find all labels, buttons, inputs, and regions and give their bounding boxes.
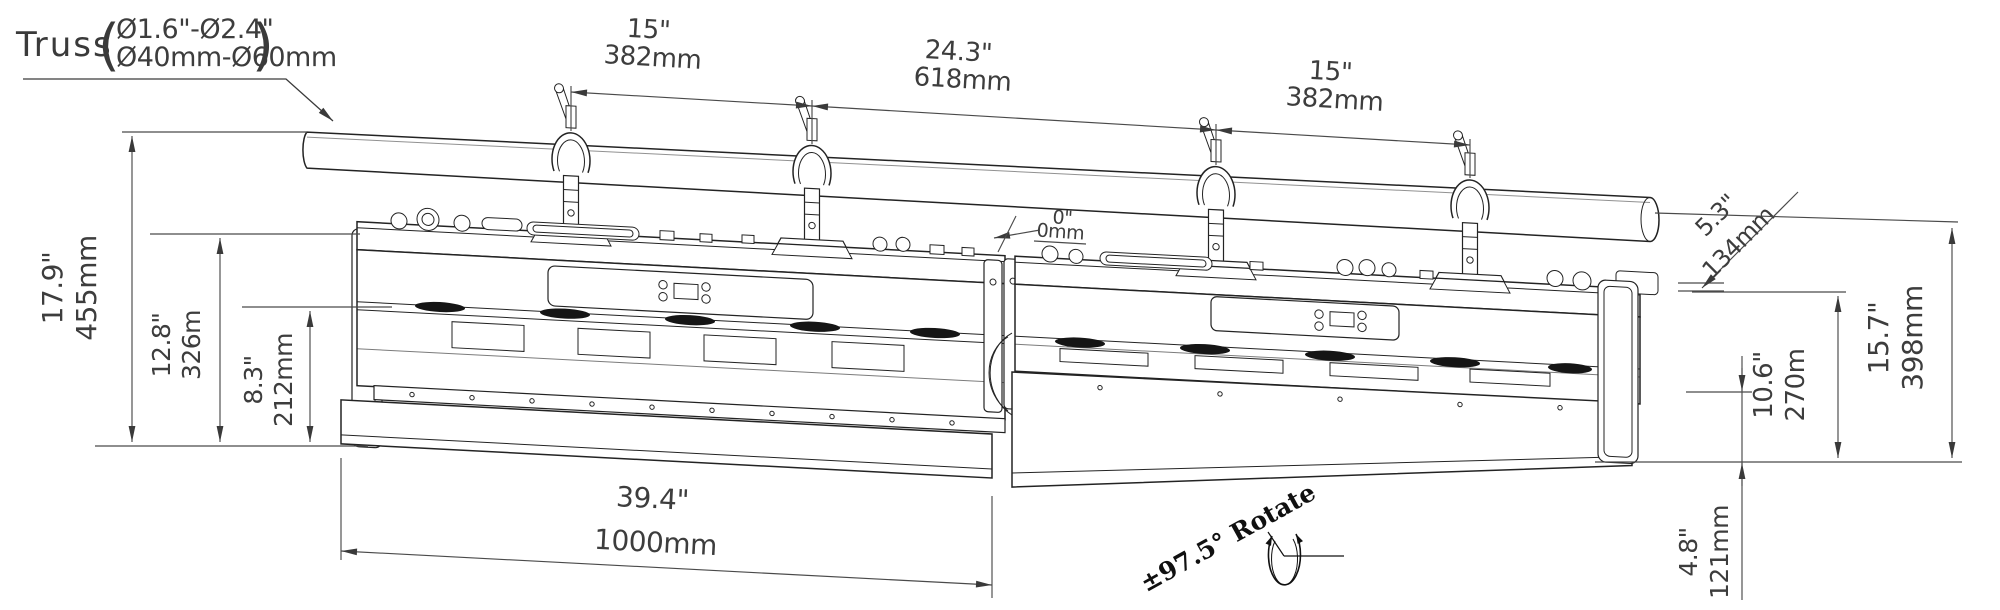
right-end-plate bbox=[1597, 279, 1639, 465]
right-up-button bbox=[1357, 310, 1367, 321]
fixture-assembly-drawing bbox=[302, 81, 1660, 488]
right-lcd-screen bbox=[1329, 311, 1355, 328]
dim-top-1-mm: 382mm bbox=[603, 40, 702, 76]
left-lens-lip bbox=[373, 384, 1006, 434]
dim-left-3-mm: 212mm bbox=[269, 333, 298, 427]
dim-right-3-mm: 270m bbox=[1781, 349, 1811, 422]
dim-right-group: 15.7" 398mm 10.6" 270m 4.8" 121mm bbox=[1595, 212, 1962, 600]
left-fan-4 bbox=[790, 321, 840, 332]
truss-spec-mm: Ø40mm-Ø60mm bbox=[116, 42, 337, 73]
left-up-button bbox=[701, 282, 711, 292]
left-screw-row bbox=[409, 391, 955, 426]
dim-top-chain: 15" 382mm 24.3" 618mm 15" 382mm bbox=[570, 14, 1471, 178]
left-fan-5 bbox=[910, 327, 960, 339]
right-fan-4 bbox=[1430, 357, 1480, 368]
right-louver-1 bbox=[1059, 348, 1149, 367]
right-down-button bbox=[1314, 321, 1324, 331]
dim-left-group: 17.9" 455mm 12.8" 326m 8.3" 212mm bbox=[36, 131, 392, 447]
right-fan-1 bbox=[1055, 337, 1105, 348]
truss-leader-line bbox=[23, 78, 334, 122]
truss-spec-inches: Ø1.6"-Ø2.4" bbox=[116, 14, 273, 45]
right-fixture bbox=[1011, 245, 1659, 488]
right-display-panel bbox=[1210, 296, 1400, 341]
left-vent-1 bbox=[451, 321, 525, 352]
left-down-button bbox=[658, 292, 668, 302]
left-fan-3 bbox=[665, 314, 715, 326]
dim-left-3-inches: 8.3" bbox=[239, 355, 268, 404]
dim-zero-group: 0" 0mm bbox=[993, 206, 1087, 253]
left-fixture bbox=[340, 207, 1006, 479]
dim-bottom-mm: 1000mm bbox=[593, 523, 717, 562]
dim-left-1-mm: 455mm bbox=[70, 235, 103, 341]
left-fan-2 bbox=[540, 308, 590, 319]
right-fan-3 bbox=[1305, 350, 1355, 361]
right-louver-4 bbox=[1469, 368, 1551, 387]
dim-left-1-inches: 17.9" bbox=[36, 252, 69, 325]
left-menu-button bbox=[658, 280, 668, 290]
left-front-face bbox=[340, 399, 993, 479]
left-vent-4 bbox=[831, 341, 905, 372]
dim-right-2-inches: 15.7" bbox=[1862, 302, 1895, 375]
dim-right-4-inches: 4.8" bbox=[1674, 527, 1703, 576]
right-fan-2 bbox=[1180, 343, 1230, 355]
dim-top-2-mm: 618mm bbox=[913, 62, 1012, 98]
dim-diagonal-group: 5.3" 134mm bbox=[1678, 189, 1799, 292]
dim-bottom-inches: 39.4" bbox=[615, 480, 689, 517]
right-fan-5 bbox=[1548, 363, 1592, 374]
truss-pipe bbox=[302, 131, 1660, 243]
dim-right-4-mm: 121mm bbox=[1705, 505, 1734, 599]
rotate-icon bbox=[1265, 531, 1344, 586]
dim-left-2-mm: 326m bbox=[177, 310, 206, 380]
truss-callout: Truss ( Ø1.6"-Ø2.4" Ø40mm-Ø60mm ) bbox=[15, 13, 337, 122]
dim-top-3-mm: 382mm bbox=[1285, 82, 1384, 118]
dim-bottom-group: 39.4" 1000mm bbox=[340, 458, 993, 598]
right-louver-2 bbox=[1194, 355, 1284, 374]
dim-right-3-inches: 10.6" bbox=[1749, 351, 1779, 418]
dim-top-1-inches: 15" bbox=[626, 14, 671, 47]
left-enter-button bbox=[701, 294, 711, 304]
left-vent-3 bbox=[703, 334, 777, 366]
dim-top-2-inches: 24.3" bbox=[924, 35, 993, 69]
left-lcd-screen bbox=[673, 282, 699, 301]
right-louver-3 bbox=[1329, 362, 1419, 381]
right-enter-button bbox=[1357, 322, 1367, 333]
right-front-face bbox=[1011, 371, 1633, 488]
truss-paren-open: ( bbox=[98, 13, 120, 78]
right-menu-button bbox=[1314, 309, 1324, 319]
dim-zero-inches: 0" bbox=[1052, 206, 1073, 229]
dim-zero-mm: 0mm bbox=[1036, 219, 1085, 244]
dim-left-2-inches: 12.8" bbox=[147, 313, 176, 378]
truss-label: Truss bbox=[15, 25, 113, 65]
left-fan-1 bbox=[415, 301, 465, 313]
dim-right-2-mm: 398mm bbox=[1896, 285, 1929, 391]
left-vent-2 bbox=[577, 327, 651, 359]
dim-top-3-inches: 15" bbox=[1308, 56, 1353, 89]
rotation-note-group: ±97.5° Rotate bbox=[1135, 477, 1344, 598]
truss-paren-close: ) bbox=[252, 13, 274, 78]
